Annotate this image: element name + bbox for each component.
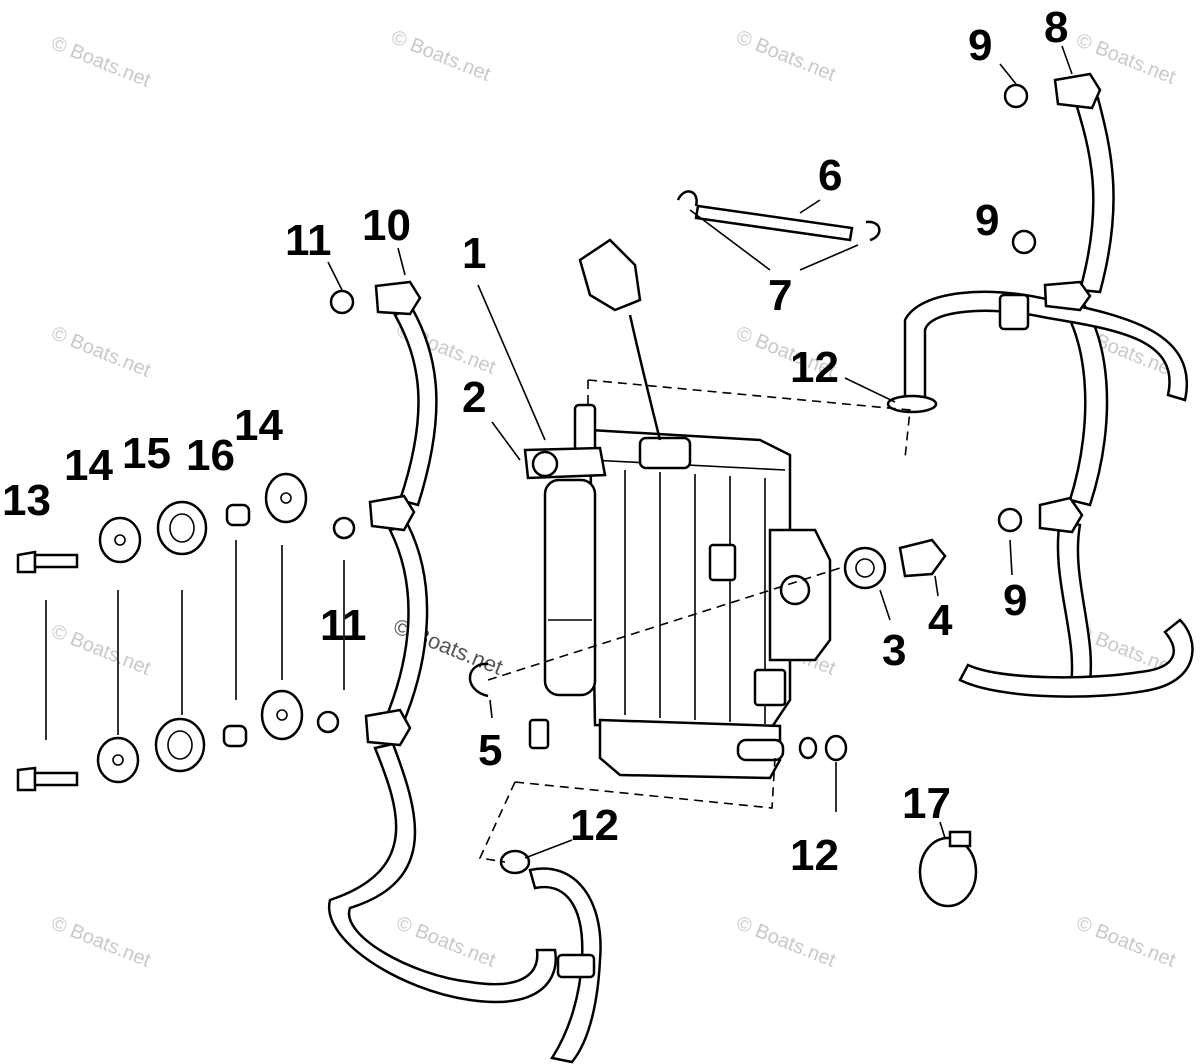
callout-5: 5 <box>478 726 502 775</box>
grommet-3 <box>843 546 887 590</box>
hose-clamp-12-upper <box>886 394 938 414</box>
clip-5 <box>468 662 489 698</box>
fuel-line-and-clips <box>676 190 881 242</box>
spacer-16 <box>225 503 251 527</box>
o-ring-9-middle <box>1011 229 1037 255</box>
callout-9: 9 <box>1003 576 1027 625</box>
callout-6: 6 <box>818 151 842 200</box>
watermark: © Boats.net <box>388 26 494 86</box>
o-ring-11-top <box>329 289 355 315</box>
vapor-separator-assembly <box>523 238 832 780</box>
callout-13: 13 <box>2 476 51 525</box>
hose-clamp-17 <box>918 836 978 908</box>
lower-hose <box>499 849 602 1064</box>
callout-12: 12 <box>570 801 619 850</box>
watermark: © Boats.net <box>48 912 154 972</box>
o-ring-9-top <box>1003 83 1029 109</box>
callout-15: 15 <box>122 429 171 478</box>
watermark: © Boats.net <box>393 912 499 972</box>
callout-12: 12 <box>790 831 839 880</box>
callout-14: 14 <box>64 441 113 490</box>
clamps <box>468 394 978 908</box>
callout-4: 4 <box>928 596 953 645</box>
watermark: © Boats.net <box>48 322 154 382</box>
hose-clamp-12-lower <box>499 849 531 875</box>
watermark: © Boats.net <box>48 620 154 680</box>
o-ring-9-bottom <box>997 507 1023 533</box>
callouts: 1 2 3 4 5 6 7 8 9 9 9 10 11 11 12 12 12 … <box>2 3 1068 880</box>
hose-clamp-12-right <box>824 734 848 762</box>
washer-14-upper-right <box>264 472 308 524</box>
callout-14: 14 <box>234 401 283 450</box>
fitting-4 <box>898 538 947 578</box>
callout-10: 10 <box>362 201 411 250</box>
right-fuel-hose-assembly <box>903 72 1194 698</box>
callout-7: 7 <box>768 271 792 320</box>
watermark: © Boats.net <box>48 32 154 92</box>
o-ring-11-bottom <box>316 710 340 734</box>
watermark: © Boats.net <box>733 912 839 972</box>
callout-3: 3 <box>882 626 906 675</box>
callout-12: 12 <box>790 343 839 392</box>
callout-17: 17 <box>902 779 951 828</box>
watermark: © Boats.net <box>733 26 839 86</box>
left-fuel-hose-assembly <box>316 280 557 1004</box>
washer-14-upper-left <box>98 516 142 564</box>
callout-1: 1 <box>462 229 486 278</box>
mounting-hardware <box>16 472 308 792</box>
clip-7-left <box>676 190 698 207</box>
fuel-line-6 <box>694 204 854 242</box>
callout-8: 8 <box>1044 3 1068 52</box>
callout-9: 9 <box>975 196 999 245</box>
fitting-and-grommet <box>843 538 947 590</box>
callout-9: 9 <box>968 21 992 70</box>
watermark: © Boats.net <box>1073 912 1179 972</box>
leader-lines <box>45 45 1073 863</box>
callout-2: 2 <box>462 373 486 422</box>
grommet-15 <box>156 500 208 556</box>
callout-11: 11 <box>285 216 332 265</box>
callout-16: 16 <box>186 431 235 480</box>
callout-11: 11 <box>320 601 367 650</box>
hose-fitting-10 <box>374 280 422 316</box>
clip-7-right <box>865 220 881 242</box>
